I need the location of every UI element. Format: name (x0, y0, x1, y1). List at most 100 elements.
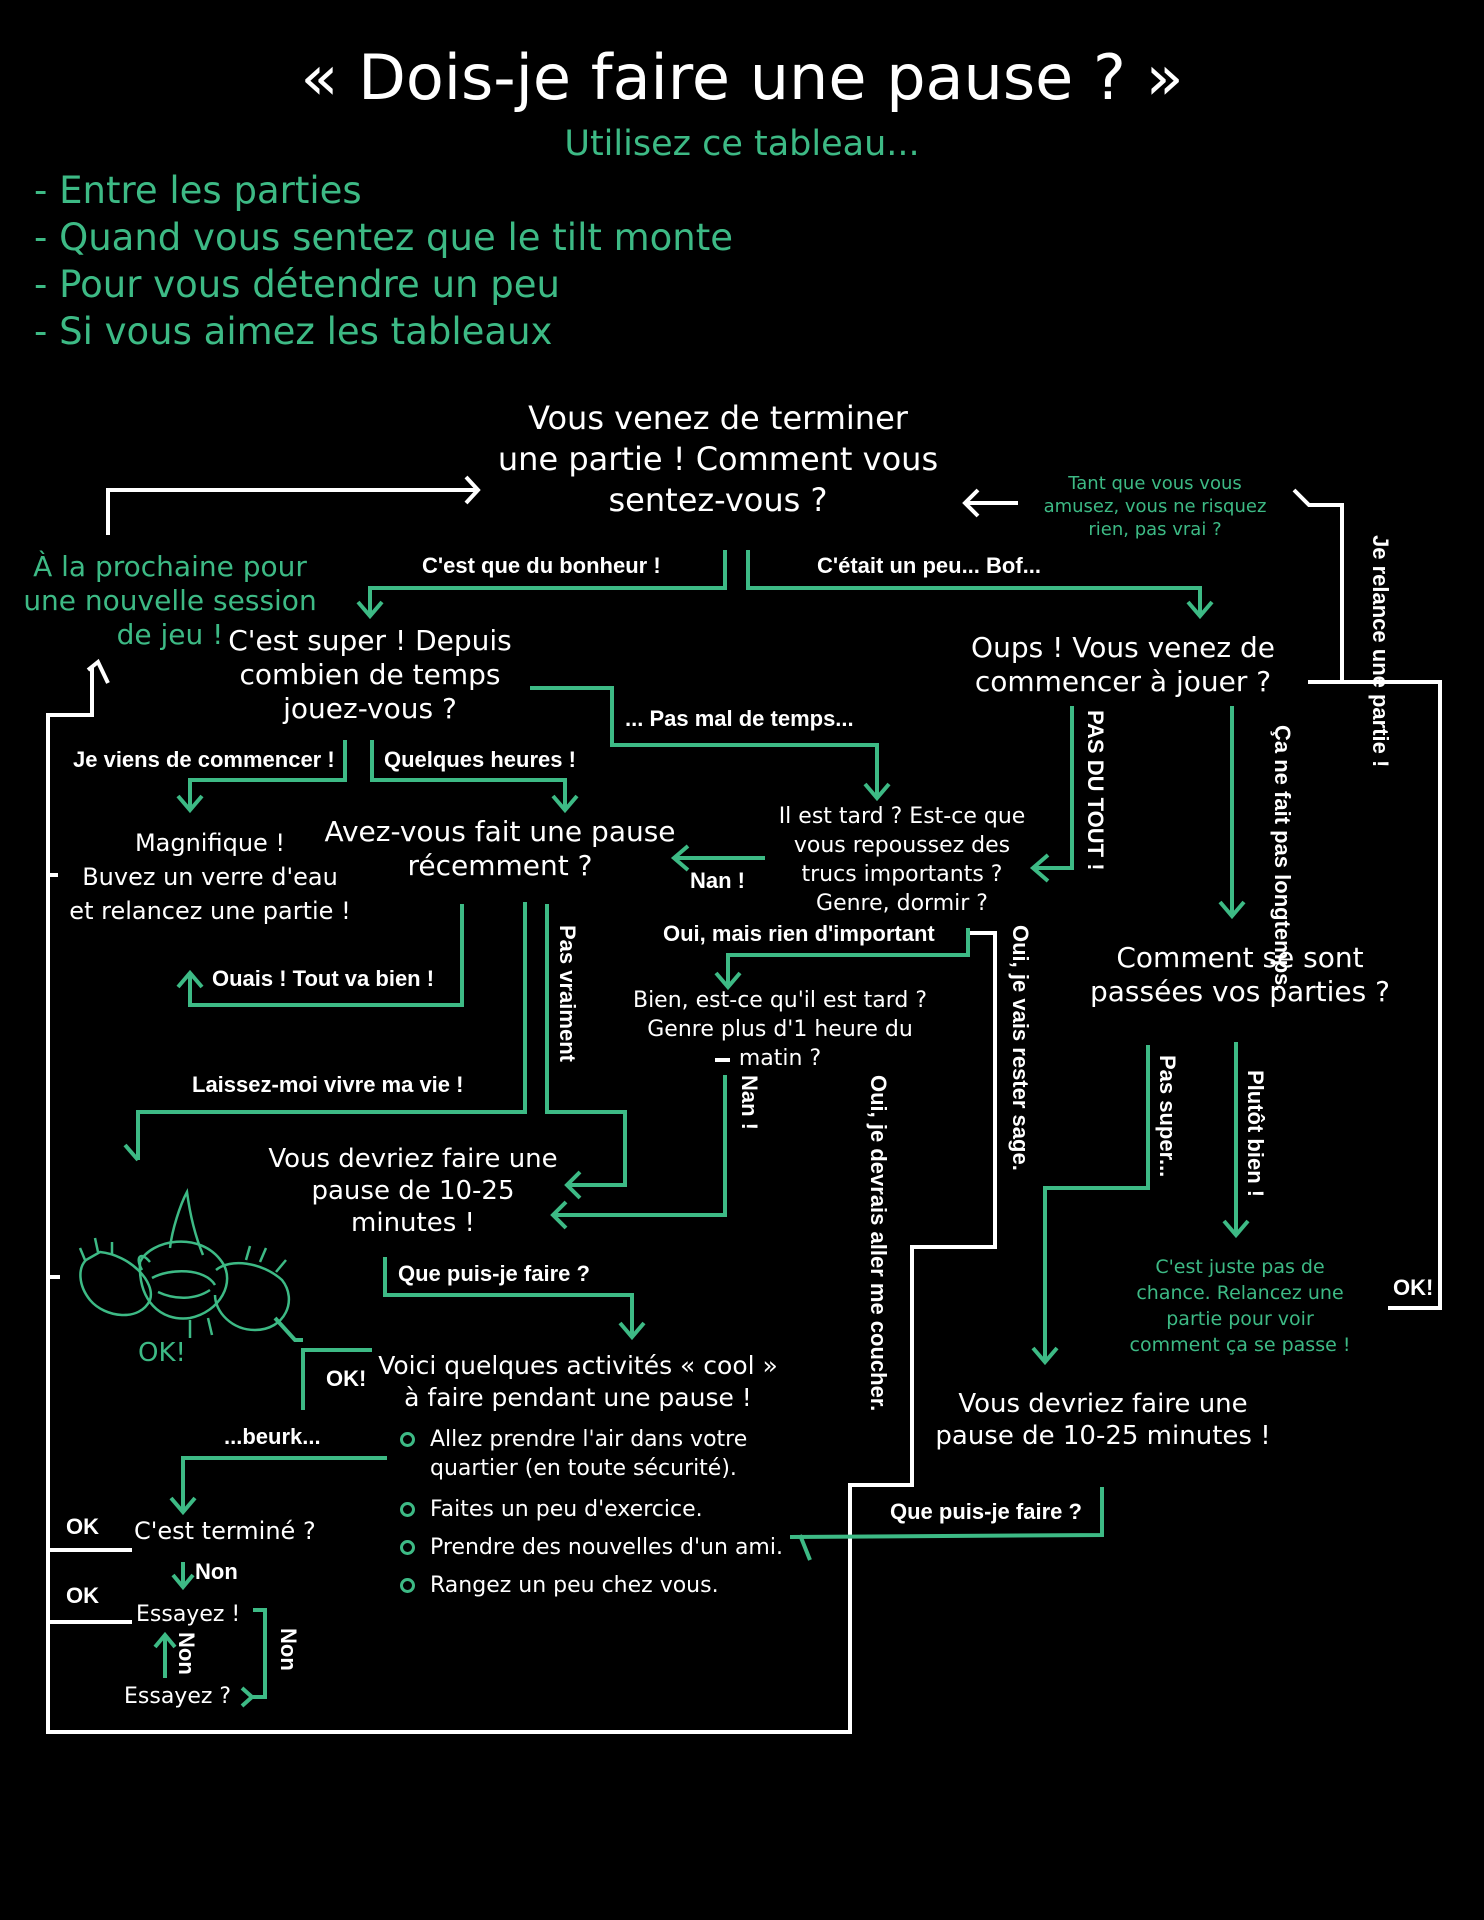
edge-label-ok-right: OK! (1393, 1275, 1434, 1300)
node-magnifique-line: et relancez une partie ! (69, 897, 351, 925)
bullet-icon (400, 1432, 415, 1447)
node-done: C'est terminé ? (134, 1517, 316, 1545)
bullet-icon (400, 1578, 415, 1593)
node-just-started-line: commencer à jouer ? (974, 665, 1272, 698)
edge-label-nan: Nan ! (690, 868, 745, 893)
node-bad-luck-line: comment ça se passe ! (1129, 1334, 1351, 1356)
node-bad-luck-line: chance. Relancez une (1136, 1282, 1344, 1304)
node-had-break: Avez-vous fait une pause récemment ? (324, 815, 675, 883)
node-after-one-line: Bien, est-ce qu'il est tard ? (632, 988, 928, 1013)
node-magnifique-line: Buvez un verre d'eau (82, 863, 338, 891)
edge-label-pas-vraiment: Pas vraiment (555, 925, 581, 1062)
node-how-long-line: C'est super ! Depuis (228, 624, 512, 657)
node-pause-right: Vous devriez faire une pause de 10-25 mi… (935, 1388, 1270, 1452)
bullet-icon (400, 1540, 415, 1555)
node-start: Vous venez de terminer une partie ! Comm… (498, 398, 938, 521)
edge-label-ok-try: OK (66, 1583, 99, 1608)
node-after-one-line: Genre plus d'1 heure du (647, 1017, 913, 1042)
node-games-went-line: passées vos parties ? (1089, 975, 1391, 1008)
note-fun-line: amusez, vous ne risquez (1043, 496, 1267, 517)
edge-label-bonheur: C'est que du bonheur ! (422, 553, 661, 578)
node-how-long-line: combien de temps (239, 658, 501, 691)
edge-label-ok-done: OK (66, 1514, 99, 1539)
activity-line: quartier (en toute sécurité). (430, 1456, 737, 1481)
edge-label-beurk: ...beurk... (224, 1424, 321, 1449)
activity-item: Prendre des nouvelles d'un ami. (430, 1535, 783, 1560)
node-bad-luck-line: partie pour voir (1166, 1308, 1314, 1330)
subtitle: Utilisez ce tableau... (564, 124, 920, 164)
edge-label-pas-super: Pas super... (1155, 1055, 1181, 1178)
edge-label-ok-mid: OK! (326, 1366, 367, 1391)
node-had-break-line: récemment ? (407, 849, 593, 882)
activities-title-line: à faire pendant une pause ! (404, 1383, 752, 1412)
edge-label-non-try: Non (174, 1632, 200, 1675)
edge-label-pas-du-tout: PAS DU TOUT ! (1083, 710, 1109, 871)
node-had-break-line: Avez-vous fait une pause (324, 815, 676, 848)
activity-item: Allez prendre l'air dans votre quartier … (430, 1425, 747, 1483)
node-start-line: une partie ! Comment vous (497, 440, 939, 478)
node-start-line: sentez-vous ? (608, 481, 828, 519)
node-magnifique: Magnifique ! Buvez un verre d'eau et rel… (69, 826, 350, 928)
edge-label-non: Non (195, 1559, 238, 1584)
node-pause-right-line: Vous devriez faire une (958, 1389, 1248, 1419)
node-next-session-line: de jeu ! (116, 618, 224, 651)
note-fun-line: Tant que vous vous (1068, 473, 1242, 494)
edge-label-sage: Oui, je vais rester sage. (1008, 925, 1034, 1171)
activity-item: Faites un peu d'exercice. (430, 1497, 703, 1522)
node-next-session: À la prochaine pour une nouvelle session… (23, 550, 316, 652)
node-late: Il est tard ? Est-ce que vous repoussez … (779, 802, 1026, 918)
edge-label-plutot-bien: Plutôt bien ! (1243, 1070, 1269, 1198)
edge-label-bof: C'était un peu... Bof... (817, 553, 1042, 578)
node-late-line: Genre, dormir ? (816, 891, 988, 916)
mascot-ok: OK! (138, 1338, 186, 1368)
edge-label-coucher: Oui, je devrais aller me coucher. (866, 1075, 892, 1412)
node-just-started-line: Oups ! Vous venez de (971, 631, 1275, 664)
note-fun: Tant que vous vous amusez, vous ne risqu… (1044, 472, 1267, 541)
node-pause-right-line: pause de 10-25 minutes ! (935, 1421, 1271, 1451)
node-late-line: Il est tard ? Est-ce que (778, 804, 1026, 829)
edge-label-quelques: Quelques heures ! (384, 747, 576, 772)
activity-line: Allez prendre l'air dans votre (430, 1427, 748, 1452)
node-next-session-line: une nouvelle session (23, 584, 317, 617)
node-pause-left-line: pause de 10-25 (311, 1176, 515, 1206)
node-games-went: Comment se sont passées vos parties ? (1090, 941, 1390, 1009)
usage-item: - Quand vous sentez que le tilt monte (34, 216, 734, 259)
node-how-long: C'est super ! Depuis combien de temps jo… (228, 624, 512, 726)
node-after-one-line: matin ? (738, 1046, 822, 1071)
loop-arrows-white (46, 475, 1442, 1734)
usage-item: - Pour vous détendre un peu (34, 263, 560, 306)
node-just-started: Oups ! Vous venez de commencer à jouer ? (971, 631, 1275, 699)
node-how-long-line: jouez-vous ? (283, 692, 457, 725)
node-late-line: trucs importants ? (801, 862, 1003, 887)
node-start-line: Vous venez de terminer (528, 399, 908, 437)
node-after-one: Bien, est-ce qu'il est tard ? Genre plus… (633, 986, 927, 1073)
edge-label-je-viens: Je viens de commencer ! (73, 747, 335, 772)
node-next-session-line: À la prochaine pour (33, 550, 307, 583)
activities-title: Voici quelques activités « cool » à fair… (378, 1350, 778, 1414)
edge-label-ouais: Ouais ! Tout va bien ! (212, 966, 435, 991)
edge-label-nan-late: Nan ! (737, 1075, 763, 1130)
edge-label-laissez: Laissez-moi vivre ma vie ! (192, 1072, 464, 1097)
edge-label-pas-mal: ... Pas mal de temps... (625, 706, 854, 731)
edge-label-relance: Je relance une partie ! (1368, 535, 1394, 768)
node-try-question: Essayez ? (124, 1684, 232, 1709)
activities-title-line: Voici quelques activités « cool » (378, 1351, 778, 1380)
edge-label-non-loop: Non (276, 1628, 302, 1671)
mascot-icon (78, 1187, 291, 1338)
bullet-icon (400, 1502, 415, 1517)
edge-label-oui-rien: Oui, mais rien d'important (663, 921, 935, 946)
usage-item: - Si vous aimez les tableaux (34, 310, 553, 353)
node-pause-left: Vous devriez faire une pause de 10-25 mi… (268, 1143, 557, 1239)
node-pause-left-line: Vous devriez faire une (268, 1144, 558, 1174)
note-fun-line: rien, pas vrai ? (1088, 519, 1222, 540)
node-late-line: vous repoussez des (793, 833, 1011, 858)
page-title: « Dois-je faire une pause ? » (300, 41, 1184, 114)
node-pause-left-line: minutes ! (351, 1208, 475, 1238)
edge-label-que-faire-right: Que puis-je faire ? (890, 1499, 1082, 1524)
flow-arrows-green (123, 550, 1250, 1708)
edge-label-que-faire-left: Que puis-je faire ? (398, 1261, 590, 1286)
node-try: Essayez ! (136, 1602, 241, 1627)
activity-item: Rangez un peu chez vous. (430, 1573, 719, 1598)
